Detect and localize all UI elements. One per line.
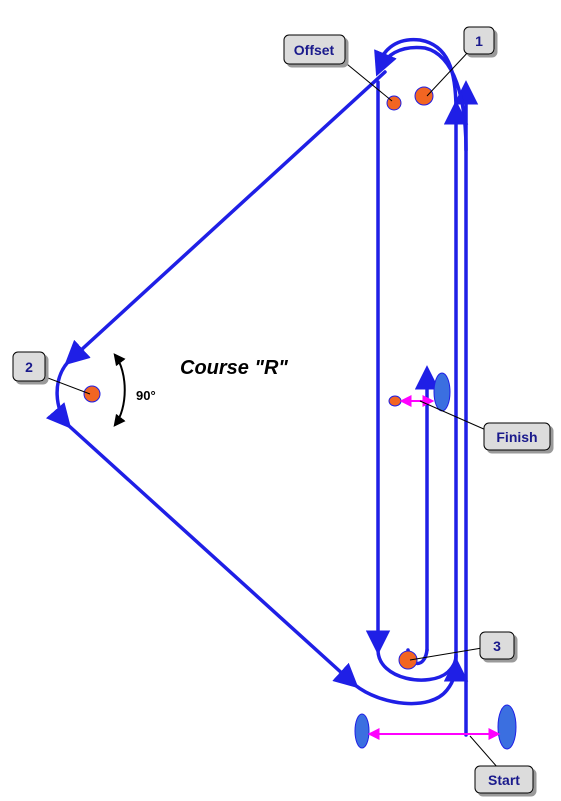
callout-mark-2-label: 2: [25, 359, 33, 375]
leg-bottom-rounding: [353, 657, 469, 706]
callout-mark-2: 2: [12, 351, 91, 395]
angle-label: 90°: [136, 388, 156, 403]
callout-start: Start: [469, 735, 534, 794]
mark-2-buoy-icon: [83, 385, 101, 403]
course-lines: [45, 37, 479, 737]
start-pin-right-icon: [497, 704, 517, 750]
start-pin-left-icon: [354, 713, 370, 749]
callout-offset-label: Offset: [294, 42, 335, 58]
pin-boats: [354, 372, 517, 750]
callout-mark-1: 1: [426, 26, 495, 97]
course-title: Course "R": [180, 357, 288, 379]
mark-1-buoy-icon: [414, 86, 434, 106]
callout-mark-1-label: 1: [475, 33, 483, 49]
leg-mark-2-rounding: [45, 360, 72, 429]
leg-reach-to-mark-2: [64, 70, 387, 366]
callout-mark-3: 3: [409, 631, 515, 661]
finish-pin-boat-icon: [433, 372, 451, 412]
callouts: Offset 1 2 Finish 3: [12, 26, 551, 794]
angle-arc-icon: [113, 353, 126, 427]
leg-offset-rounding: [376, 37, 458, 112]
callout-finish-label: Finish: [496, 429, 537, 445]
callout-mark-3-label: 3: [493, 638, 501, 654]
race-lines: [367, 395, 501, 740]
finish-mark-buoy-icon: [388, 395, 402, 407]
callout-finish: Finish: [419, 400, 551, 451]
leg-reach-to-bottom: [66, 423, 359, 689]
mark-3-buoy-icon: [398, 650, 418, 670]
callout-start-label: Start: [488, 772, 520, 788]
callout-offset: Offset: [283, 34, 393, 102]
